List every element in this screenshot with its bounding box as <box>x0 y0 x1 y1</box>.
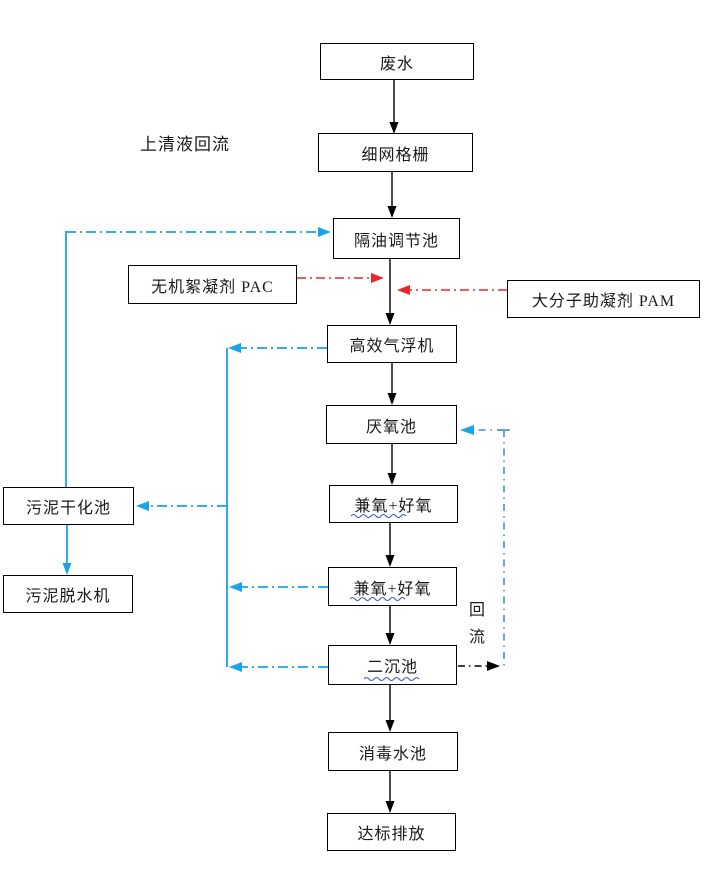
node-label: 厌氧池 <box>365 418 417 436</box>
arrowhead <box>385 555 395 567</box>
arrowhead <box>389 122 399 134</box>
node-oil-separation-regulating-tank: 隔油调节池 <box>333 218 460 259</box>
node-label: 废水 <box>379 55 414 73</box>
node-label: 达标排放 <box>357 826 426 843</box>
reflux-loop <box>458 425 510 671</box>
node-label: 兼氧+好氧 <box>354 498 433 515</box>
node-label: 高效气浮机 <box>349 338 435 355</box>
supernatant-reflux-label: 上清液回流 <box>140 135 230 154</box>
arrowhead <box>385 801 395 813</box>
node-air-flotation-machine: 高效气浮机 <box>327 325 457 363</box>
arrowhead <box>460 425 474 435</box>
arrowhead <box>385 313 395 325</box>
arrowhead <box>229 582 242 592</box>
node-label: 二沉池 <box>366 659 418 676</box>
node-fine-mesh-screen: 细网格栅 <box>318 133 473 172</box>
node-sludge-drying-tank: 污泥干化池 <box>3 487 134 525</box>
node-label: 兼氧+好氧 <box>353 580 432 598</box>
node-facultative-aerobic-1: 兼氧+好氧 <box>329 485 458 523</box>
arrowhead <box>397 285 410 295</box>
arrowhead <box>371 273 384 283</box>
arrowhead <box>385 633 395 645</box>
node-pam-dosing: 大分子助凝剂 PAM <box>507 280 700 318</box>
arrowhead <box>62 563 72 575</box>
reflux-label: 回流 <box>468 602 485 646</box>
spellcheck-squiggle <box>350 596 406 601</box>
arrowhead <box>318 227 331 237</box>
node-anaerobic-tank: 厌氧池 <box>326 405 457 444</box>
node-pac-dosing: 无机絮凝剂 PAC <box>128 265 297 304</box>
squiggle-path <box>351 513 407 518</box>
arrowhead <box>387 393 397 405</box>
node-label: 污泥脱水机 <box>25 588 111 605</box>
node-secondary-sedimentation-tank: 二沉池 <box>328 645 457 685</box>
arrowhead <box>387 473 397 485</box>
chemical-dosing-arrows <box>297 273 507 295</box>
arrowhead <box>385 720 395 732</box>
node-facultative-aerobic-2: 兼氧+好氧 <box>328 567 457 606</box>
node-label: 大分子助凝剂 PAM <box>531 293 676 310</box>
squiggle-path <box>364 676 420 681</box>
arrowhead <box>228 343 241 353</box>
node-label: 隔油调节池 <box>353 232 439 250</box>
node-wastewater: 废水 <box>320 43 474 80</box>
spellcheck-squiggle <box>364 676 420 681</box>
squiggle-path <box>350 596 406 601</box>
node-disinfection-tank: 消毒水池 <box>328 732 458 771</box>
node-sludge-dewatering-machine: 污泥脱水机 <box>3 575 133 613</box>
arrowhead <box>387 206 397 218</box>
main-flow-arrows <box>385 80 399 813</box>
node-label: 细网格栅 <box>361 146 430 164</box>
node-standard-discharge: 达标排放 <box>327 813 456 851</box>
arrowhead <box>487 661 500 671</box>
node-label: 无机絮凝剂 PAC <box>151 278 274 296</box>
arrowhead <box>136 501 149 511</box>
node-label: 污泥干化池 <box>25 500 111 517</box>
spellcheck-squiggle <box>351 513 407 518</box>
node-label: 消毒水池 <box>358 745 427 763</box>
sludge-and-supernatant-lines <box>62 227 331 672</box>
arrowhead <box>229 662 242 672</box>
